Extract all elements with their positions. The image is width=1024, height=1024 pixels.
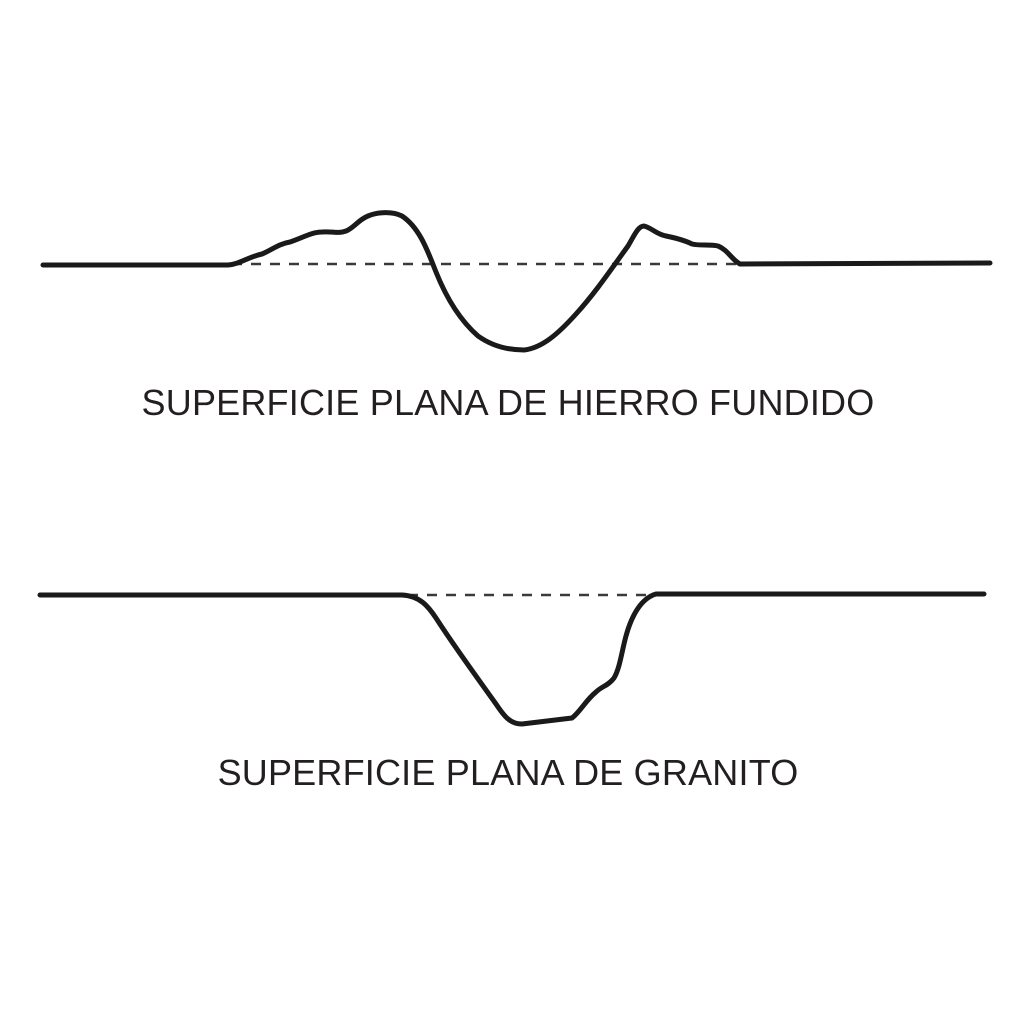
cast-iron-surface-profile <box>40 210 993 353</box>
granite-surface-profile <box>37 591 987 727</box>
cast-iron-profile-group <box>40 210 993 353</box>
granite-caption: SUPERFICIE PLANA DE GRANITO <box>217 752 799 793</box>
granite-profile-group <box>37 591 987 727</box>
cast-iron-caption: SUPERFICIE PLANA DE HIERRO FUNDIDO <box>141 382 875 423</box>
